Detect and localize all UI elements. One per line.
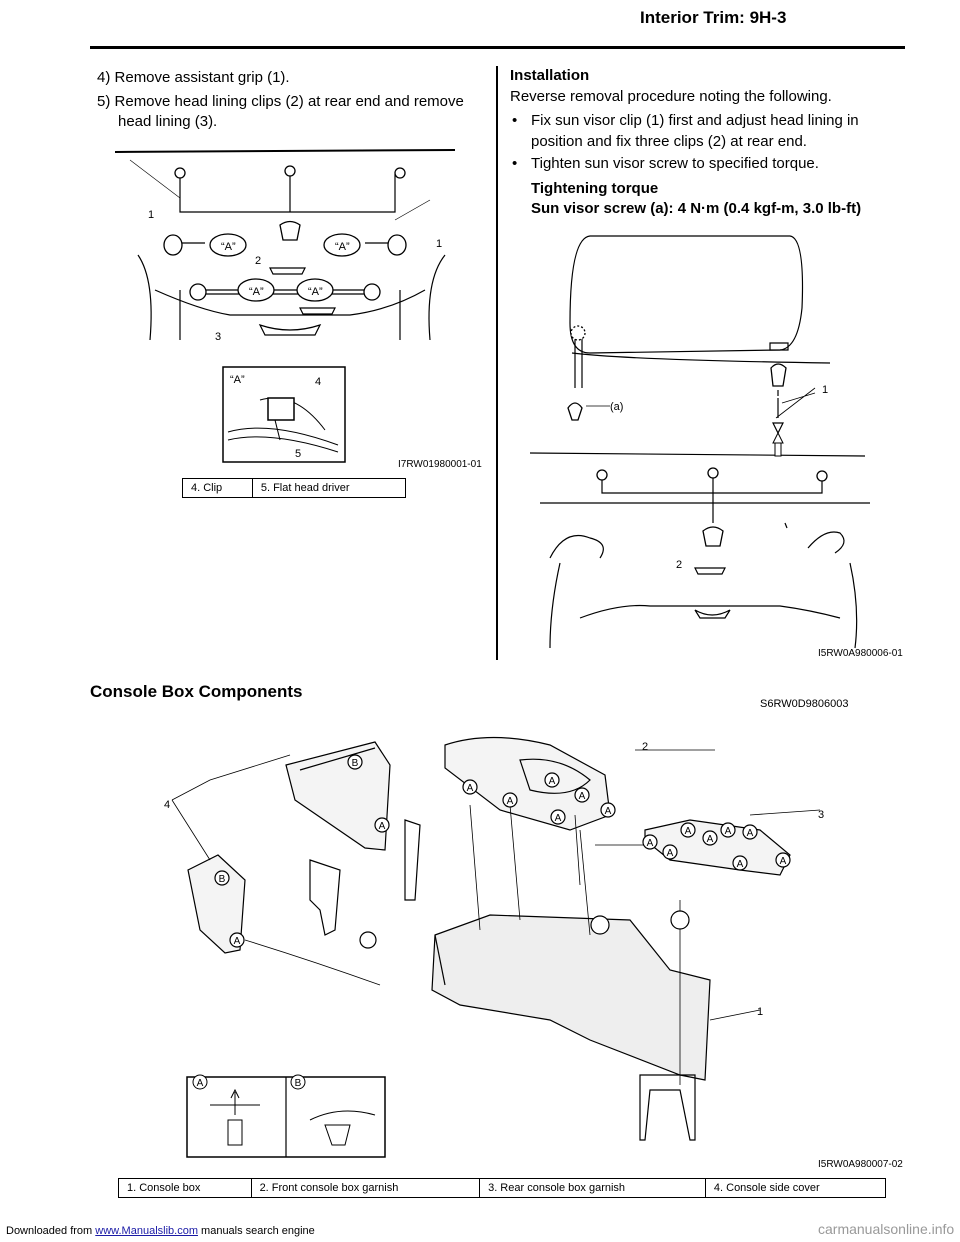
step-text: Remove head lining clips (2) at rear end… [114,93,464,110]
figure-id: I5RW0A980007-02 [818,1159,903,1170]
fastener-letter: A [379,821,386,832]
fastener-letter: A [579,791,586,802]
sun-visor-installation-figure: (a) 1 2 [530,235,870,649]
step-5: 5) Remove head lining clips (2) at rear … [97,91,464,112]
console-box-exploded-figure: B A B A A A A A A A A A A A A A A A A B … [164,736,824,1158]
fastener-letter: A [605,806,612,817]
bullet-text: Tighten sun visor screw to specified tor… [531,155,819,172]
view-label: “A” [249,286,264,298]
callout-1: 1 [822,384,828,396]
step-4: 4) Remove assistant grip (1). [97,67,290,88]
callout-4: 4 [164,799,170,811]
caption-cell: 4. Clip [182,478,253,498]
figure-caption-table: 4. Clip 5. Flat head driver [182,478,407,498]
header-rule [90,46,905,49]
bullet-marker: • [512,155,518,172]
view-label: “A” [335,241,350,253]
step-5-continued: head lining (3). [118,113,218,130]
installation-intro: Reverse removal procedure noting the fol… [510,88,832,105]
fastener-letter: A [780,856,787,867]
head-lining-removal-figure: “A” “A” “A” “A” 1 1 2 3 “A” 4 5 [114,149,456,463]
view-label: “A” [308,286,323,298]
fastener-letter: A [549,776,556,787]
step-number: 5) [97,93,111,110]
step-text: Remove assistant grip (1). [114,69,290,86]
fastener-letter: A [467,783,474,794]
fastener-letter: A [667,848,674,859]
legend-cell: 3. Rear console box garnish [479,1178,706,1198]
callout-2: 2 [642,741,648,753]
legend-cell: 1. Console box [118,1178,252,1198]
bullet-marker: • [512,112,518,129]
fastener-letter: A [647,838,654,849]
callout-2: 2 [255,255,261,267]
view-label: “A” [230,374,245,386]
watermark: carmanualsonline.info [818,1221,955,1237]
footer-suffix: manuals search engine [197,1225,315,1237]
bullet-text: Fix sun visor clip (1) first and adjust … [531,112,859,129]
callout-1: 1 [757,1006,763,1018]
section-title: Console Box Components [90,682,303,701]
fastener-letter: A [555,813,562,824]
callout-5: 5 [295,448,301,460]
fastener-letter: A [725,826,732,837]
figure-id: I5RW0A980006-01 [818,648,903,659]
installation-heading: Installation [510,67,590,84]
section-id: S6RW0D9806003 [760,698,849,710]
step-number: 4) [97,69,111,86]
column-divider [496,66,498,660]
bullet-text: position and fix three clips (2) at rear… [531,133,807,150]
callout-3: 3 [818,809,824,821]
inset-letter: A [197,1078,204,1089]
callout-4: 4 [315,376,321,388]
footer-prefix: Downloaded from [6,1225,96,1237]
legend-cell: 4. Console side cover [704,1178,887,1198]
fastener-letter: A [747,828,754,839]
fastener-letter: A [507,796,514,807]
fastener-letter: B [219,874,226,885]
fastener-letter: A [234,936,241,947]
caption-cell: 5. Flat head driver [251,478,407,498]
page-header-title: Interior Trim: 9H-3 [640,8,787,27]
figure-id: I7RW01980001-01 [398,459,482,470]
callout-2: 2 [676,559,682,571]
torque-heading: Tightening torque [531,180,659,197]
download-footer: Downloaded from www.Manualslib.com manua… [6,1225,315,1237]
torque-value: Sun visor screw (a): 4 N·m (0.4 kgf-m, 3… [531,200,862,217]
console-legend-table: 1. Console box 2. Front console box garn… [118,1178,887,1198]
manualslib-link[interactable]: www.Manualslib.com [95,1225,198,1237]
fastener-letter: A [737,859,744,870]
view-label: “A” [221,241,236,253]
fastener-letter: A [707,834,714,845]
callout-a: (a) [610,401,623,413]
inset-letter: B [295,1078,302,1089]
fastener-letter: B [352,758,359,769]
callout-1: 1 [148,209,154,221]
callout-1: 1 [436,238,442,250]
fastener-letter: A [685,826,692,837]
legend-cell: 2. Front console box garnish [250,1178,481,1198]
callout-3: 3 [215,331,221,343]
